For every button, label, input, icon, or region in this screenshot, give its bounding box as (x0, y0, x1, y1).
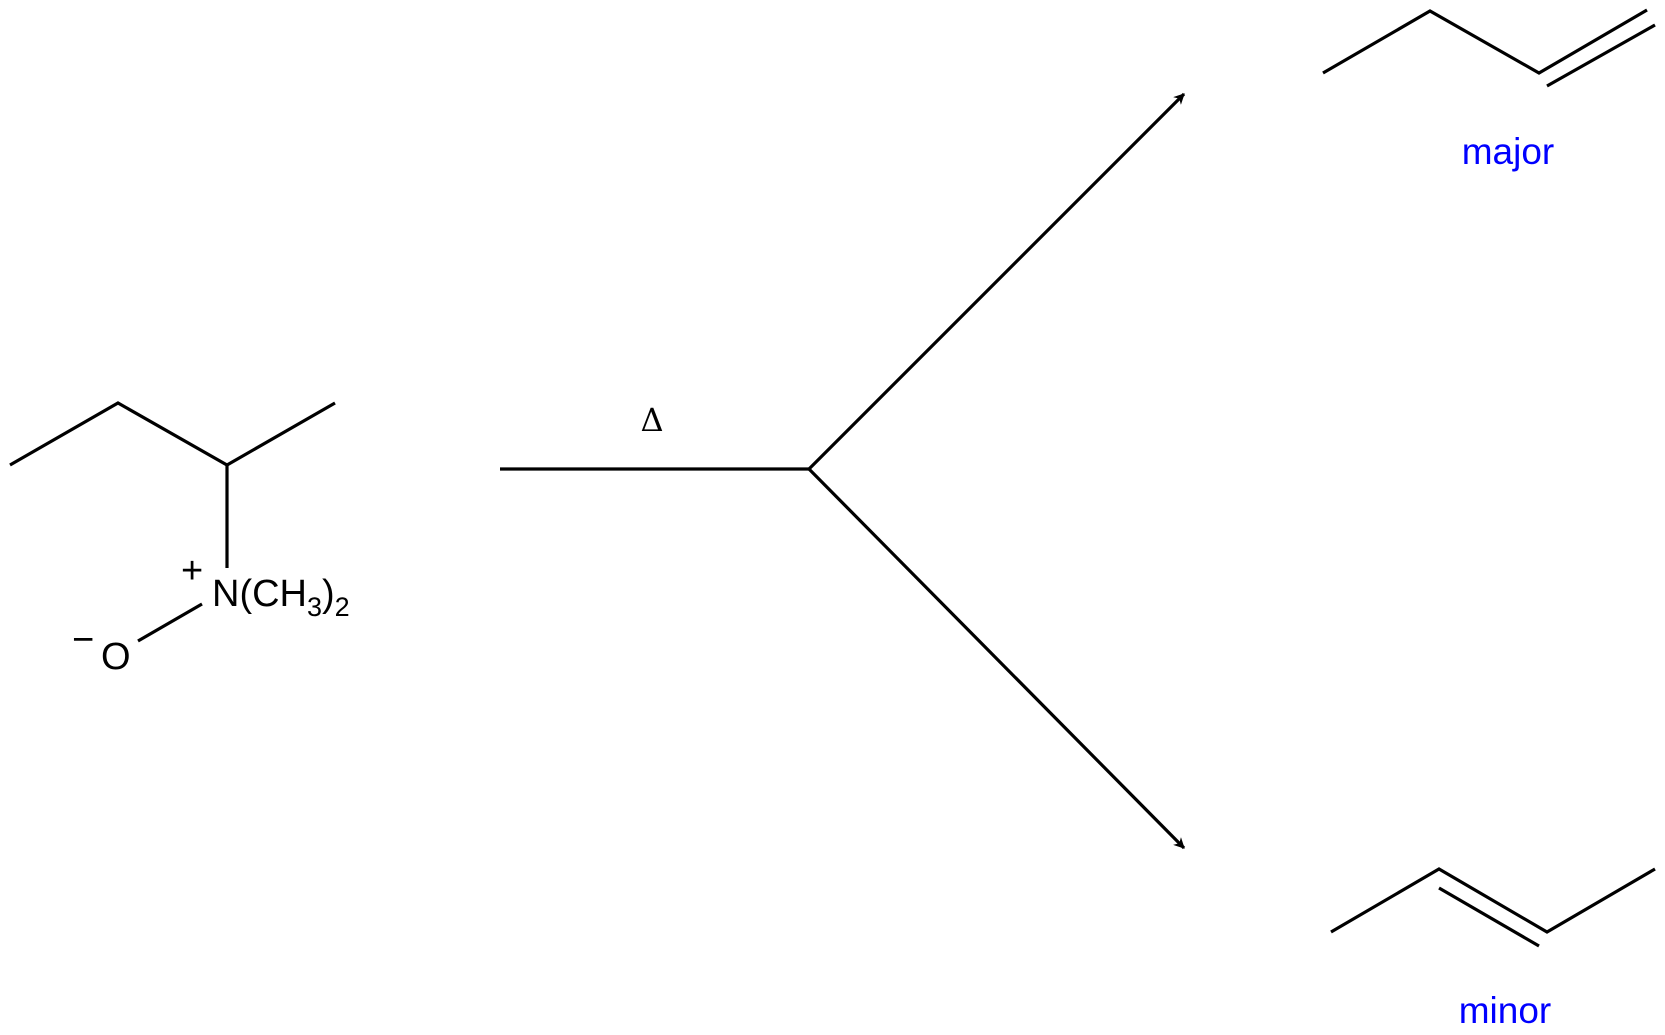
product-minor-2-butene: minor (1330, 867, 1656, 1031)
nitrogen-group: N(CH3)2 (212, 573, 350, 622)
double-bond-inner (1438, 886, 1540, 948)
arrow-to-major (807, 92, 1186, 471)
double-bond-inner (1546, 23, 1656, 88)
arrow-to-minor (807, 467, 1186, 850)
carbon-chain (9, 401, 336, 467)
minor-label: minor (1459, 990, 1552, 1031)
reactant-amine-oxide: + N(CH3)2 − O (9, 401, 350, 678)
reaction-arrows: Δ (500, 92, 1186, 850)
product-major-1-butene: major (1322, 8, 1656, 172)
carbon-chain (1330, 867, 1656, 934)
nitrogen-charge: + (181, 550, 203, 592)
n-o-bond (137, 602, 203, 643)
oxygen-charge: − (72, 619, 94, 661)
oxygen-atom: O (101, 636, 131, 678)
major-label: major (1462, 131, 1555, 172)
carbon-chain (1322, 8, 1648, 75)
heat-condition: Δ (640, 401, 663, 439)
